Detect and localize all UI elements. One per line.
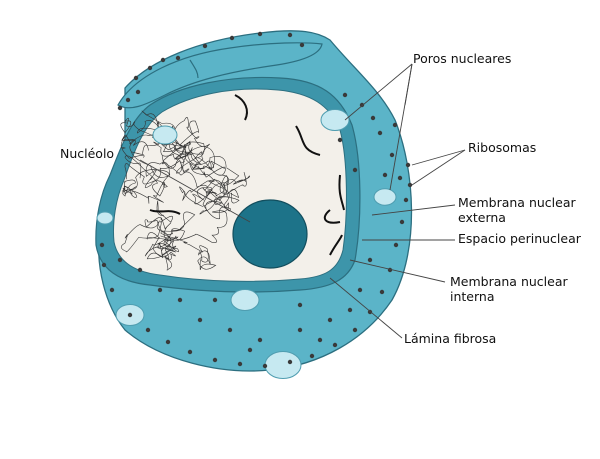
ribosome-dot [347, 307, 353, 313]
ribosome-dot [370, 115, 376, 121]
label-nucleolo: Nucléolo [60, 146, 114, 161]
ribosome-dot [297, 302, 303, 308]
ribosome-dot [397, 175, 403, 181]
ribosome-dot [147, 65, 153, 71]
ribosome-dot [352, 327, 358, 333]
nuclear-pore [230, 289, 260, 311]
ribosome-dot [287, 32, 293, 38]
ribosome-dot [392, 122, 398, 128]
ribosome-dot [137, 267, 143, 273]
ribosome-dot [359, 102, 365, 108]
nuclear-pore [264, 351, 302, 379]
ribosome-dot [377, 130, 383, 136]
ribosome-dot [229, 35, 235, 41]
ribosome-dot [287, 359, 293, 365]
ribosome-dot [257, 31, 263, 37]
ribosome-dot [297, 327, 303, 333]
nuclear-pore [96, 211, 114, 225]
ribosome-dot [327, 317, 333, 323]
ribosome-dot [227, 327, 233, 333]
ribosome-dot [160, 57, 166, 63]
ribosome-dot [175, 55, 181, 61]
ribosome-dot [309, 353, 315, 359]
ribosomes [99, 31, 413, 369]
ribosome-dot [133, 75, 139, 81]
ribosome-dot [389, 152, 395, 158]
nucleolus [232, 199, 308, 269]
ribosome-dot [379, 289, 385, 295]
ribosome-dot [257, 337, 263, 343]
label-poros-nucleares: Poros nucleares [413, 51, 511, 66]
ribosome-dot [403, 197, 409, 203]
label-ribosomas: Ribosomas [468, 140, 536, 155]
ribosome-dot [332, 342, 338, 348]
ribosome-dot [382, 172, 388, 178]
ribosome-dot [352, 167, 358, 173]
label-membrana-externa-line2: externa [458, 210, 506, 225]
ribosome-dot [165, 339, 171, 345]
ribosome-dot [117, 105, 123, 111]
ribosome-dot [262, 363, 268, 369]
ribosome-dot [145, 327, 151, 333]
nuclear-pore [320, 109, 350, 131]
ribosome-dot [125, 97, 131, 103]
leader-lines [139, 63, 466, 339]
envelope-top-flap [117, 42, 323, 109]
nuclear-pore [152, 125, 178, 145]
ribosome-dot [101, 262, 107, 268]
ribosome-dot [299, 42, 305, 48]
ribosome-dot [197, 317, 203, 323]
ribosome-dot [127, 312, 133, 318]
ribosome-dot [117, 257, 123, 263]
ribosome-dot [135, 89, 141, 95]
ribosome-dot [342, 92, 348, 98]
label-espacio-perinuclear: Espacio perinuclear [458, 231, 582, 246]
label-lamina-fibrosa: Lámina fibrosa [404, 331, 496, 346]
ribosome-dot [157, 287, 163, 293]
label-membrana-interna-line2: interna [450, 289, 495, 304]
ribosome-dot [337, 137, 343, 143]
ribosome-dot [393, 242, 399, 248]
label-membrana-externa-line1: Membrana nuclear [458, 195, 576, 210]
ribosome-dot [317, 337, 323, 343]
envelope-top-seam [189, 59, 199, 79]
ribosome-dot [177, 297, 183, 303]
ribosome-dot [237, 361, 243, 367]
ribosome-dot [399, 219, 405, 225]
ribosome-dot [202, 43, 208, 49]
ribosome-dot [109, 287, 115, 293]
chromatin [120, 110, 250, 271]
label-membrana-interna-line1: Membrana nuclear [450, 274, 568, 289]
chromatin-strand [120, 174, 230, 260]
ribosome-dot [407, 182, 413, 188]
ribosome-dot [357, 287, 363, 293]
lamina-fibrosa [149, 94, 345, 256]
ribosome-dot [367, 257, 373, 263]
ribosome-dot [212, 297, 218, 303]
ribosome-dot [99, 242, 105, 248]
ribosome-dot [212, 357, 218, 363]
nuclear-pore [373, 188, 397, 206]
ribosome-dot [405, 162, 411, 168]
ribosome-dot [187, 349, 193, 355]
ribosome-dot [247, 347, 253, 353]
